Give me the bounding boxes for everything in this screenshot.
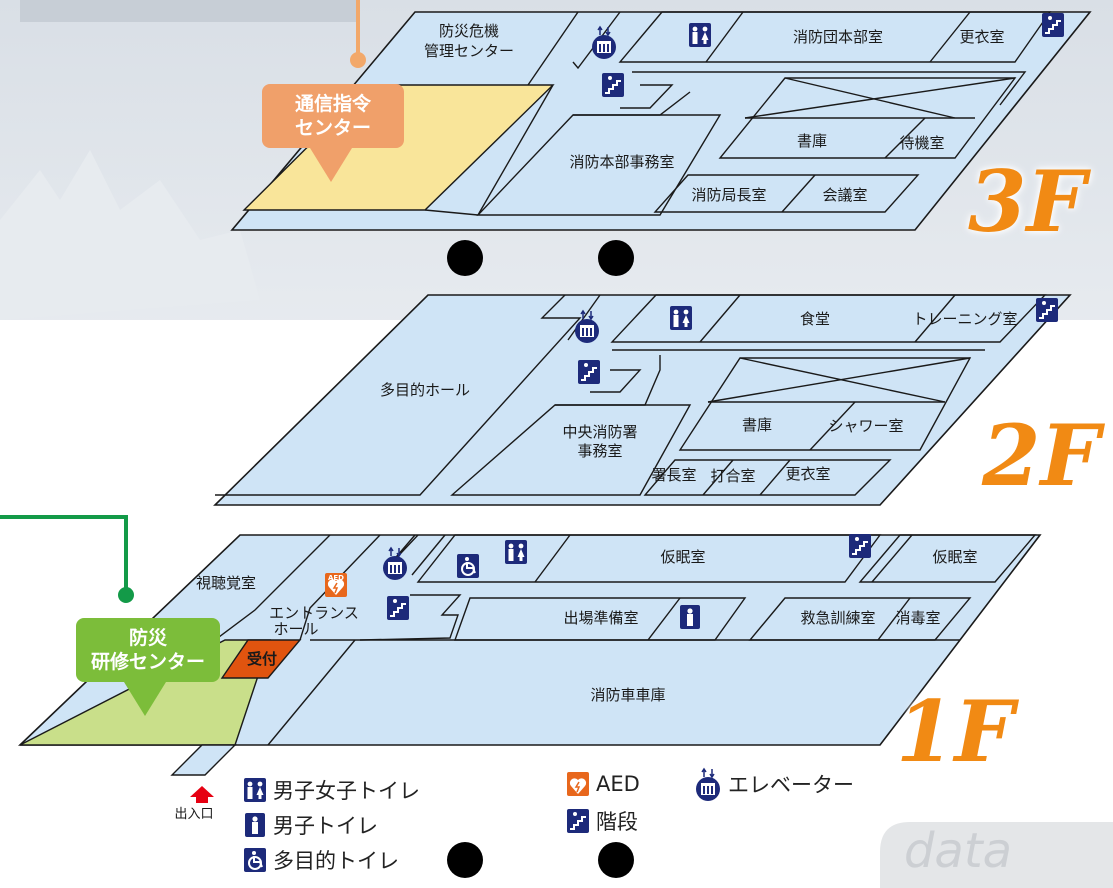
legend-label: AED bbox=[596, 772, 640, 796]
callout-line: 研修センター bbox=[90, 651, 205, 673]
room-label: 更衣室 bbox=[785, 465, 830, 483]
room-label: 署長室 bbox=[651, 466, 696, 484]
room-label: 消防団本部室 bbox=[793, 28, 883, 46]
toilet-m-icon bbox=[680, 605, 700, 629]
room-label: 仮眠室 bbox=[932, 548, 977, 566]
room-label: 更衣室 bbox=[959, 28, 1004, 46]
stairs-icon bbox=[601, 72, 625, 98]
room-label: シャワー室 bbox=[828, 417, 903, 435]
room-label: 食堂 bbox=[800, 310, 830, 328]
legend-stairs: 階段 bbox=[566, 806, 638, 836]
connector-dot bbox=[598, 842, 634, 878]
room-label: 書庫 bbox=[797, 132, 827, 150]
connector-dot bbox=[447, 240, 483, 276]
room-label: 打合室 bbox=[710, 467, 755, 485]
legend-label: 男子女子トイレ bbox=[273, 779, 420, 803]
floor-label-3f: 3F bbox=[968, 152, 1087, 251]
toilet-multi-icon bbox=[243, 847, 267, 873]
toilet-multi-icon bbox=[456, 553, 480, 579]
room-label: 中央消防署 bbox=[562, 423, 637, 441]
floor-label-1f: 1F bbox=[896, 682, 1015, 781]
legend-label: 男子トイレ bbox=[273, 814, 378, 838]
room-label: 消防局長室 bbox=[691, 186, 766, 204]
watermark-tab bbox=[880, 822, 1113, 888]
entrance-arrow-icon bbox=[190, 786, 214, 803]
aed-icon bbox=[566, 771, 590, 797]
legend-aed: AED bbox=[566, 771, 640, 797]
connector-dot bbox=[447, 842, 483, 878]
aed-badge-text: AED bbox=[328, 574, 344, 582]
callout-training-center: 防災 研修センター bbox=[76, 618, 220, 682]
room-label: 視聴覚室 bbox=[196, 574, 256, 592]
room-label: 防災危機 bbox=[439, 22, 499, 40]
toilet-mf-icon bbox=[670, 306, 692, 330]
leader-dot-1f bbox=[118, 587, 134, 603]
room-label: 事務室 bbox=[577, 442, 622, 460]
stairs-icon bbox=[1041, 12, 1065, 38]
callout-communication-center: 通信指令 センター bbox=[262, 84, 404, 148]
toilet-mf-icon bbox=[689, 23, 711, 47]
room-label: 消防車車庫 bbox=[590, 686, 665, 704]
stairs-icon bbox=[1035, 297, 1059, 323]
legend-toilet-m: 男子トイレ bbox=[243, 810, 378, 840]
legend-label: 階段 bbox=[596, 810, 638, 834]
room-label: ホール bbox=[273, 620, 318, 638]
stairs-icon bbox=[386, 595, 410, 621]
legend-elevator: エレベーター bbox=[694, 764, 854, 804]
room-label: トレーニング室 bbox=[912, 310, 1017, 328]
room-label: 仮眠室 bbox=[660, 548, 705, 566]
toilet-m-icon bbox=[245, 813, 265, 837]
watermark-text: data bbox=[904, 823, 1012, 879]
room-label: 管理センター bbox=[424, 42, 514, 60]
callout-pointer bbox=[124, 682, 166, 716]
connector-dot bbox=[598, 240, 634, 276]
floor-label-2f: 2F bbox=[982, 406, 1101, 505]
callout-line: センター bbox=[294, 117, 371, 139]
stairs-icon bbox=[577, 359, 601, 385]
leader-dot-3f bbox=[350, 52, 366, 68]
legend-label: 多目的トイレ bbox=[273, 849, 399, 873]
room-label: 多目的ホール bbox=[380, 381, 470, 399]
stairs-icon bbox=[566, 808, 590, 834]
legend-label: エレベーター bbox=[728, 773, 854, 797]
room-label: 消毒室 bbox=[895, 609, 940, 627]
room-label: 会議室 bbox=[822, 186, 867, 204]
reception-label: 受付 bbox=[247, 650, 277, 668]
room-label: エントランス bbox=[269, 604, 359, 622]
stairs-icon bbox=[848, 533, 872, 559]
legend-toilet-multi: 多目的トイレ bbox=[243, 845, 399, 875]
floor-2f bbox=[213, 294, 1072, 506]
room-label: 出場準備室 bbox=[563, 609, 638, 627]
callout-pointer bbox=[310, 148, 352, 182]
room-label: 待機室 bbox=[899, 134, 944, 152]
room-label: 救急訓練室 bbox=[800, 609, 875, 627]
toilet-mf-icon bbox=[505, 540, 527, 564]
entrance-label: 出入口 bbox=[174, 807, 213, 822]
callout-line: 防災 bbox=[128, 627, 167, 649]
callout-line: 通信指令 bbox=[294, 93, 371, 115]
elevator-icon bbox=[695, 768, 721, 802]
room-label: 書庫 bbox=[742, 416, 772, 434]
legend-toilet-mf: 男子女子トイレ bbox=[243, 775, 420, 805]
room-label: 消防本部事務室 bbox=[569, 153, 674, 171]
toilet-mf-icon bbox=[244, 778, 266, 802]
leader-line-1f bbox=[0, 515, 128, 595]
